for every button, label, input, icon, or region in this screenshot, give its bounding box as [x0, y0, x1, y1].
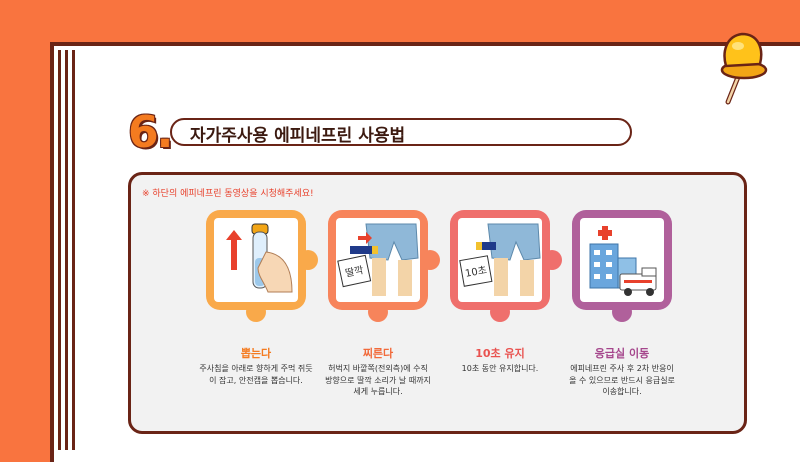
syringe-hand-icon [226, 223, 293, 293]
leg-injection-icon: 딸깍 [337, 223, 419, 296]
title-bar [170, 118, 632, 146]
leg-timer-icon: 10초 [459, 223, 541, 296]
step-card-2: 딸깍 [328, 210, 440, 322]
page-title: 자가주사용 에피네프린 사용법 [190, 126, 406, 146]
step-number: 6. [128, 107, 173, 158]
pushpin-icon [720, 32, 768, 105]
svg-text:10초: 10초 [464, 264, 488, 280]
step-label-4: 응급실 이동 [594, 347, 650, 360]
binder-lines [58, 50, 76, 450]
step-label-1: 뽑는다 [240, 347, 272, 360]
step-card-4 [572, 210, 672, 322]
step-card-1 [206, 210, 318, 322]
step-card-3: 10초 [450, 210, 562, 322]
step-desc-3: 10초 동안 유지합니다. [461, 364, 539, 373]
step-label-3: 10초 유지 [475, 347, 525, 360]
notice-text: ※ 하단의 에피네프린 동영상을 시청해주세요! [142, 189, 314, 199]
hospital-ambulance-icon [589, 226, 657, 296]
step-label-2: 찌른다 [362, 347, 394, 360]
svg-text:딸깍: 딸깍 [344, 264, 364, 280]
